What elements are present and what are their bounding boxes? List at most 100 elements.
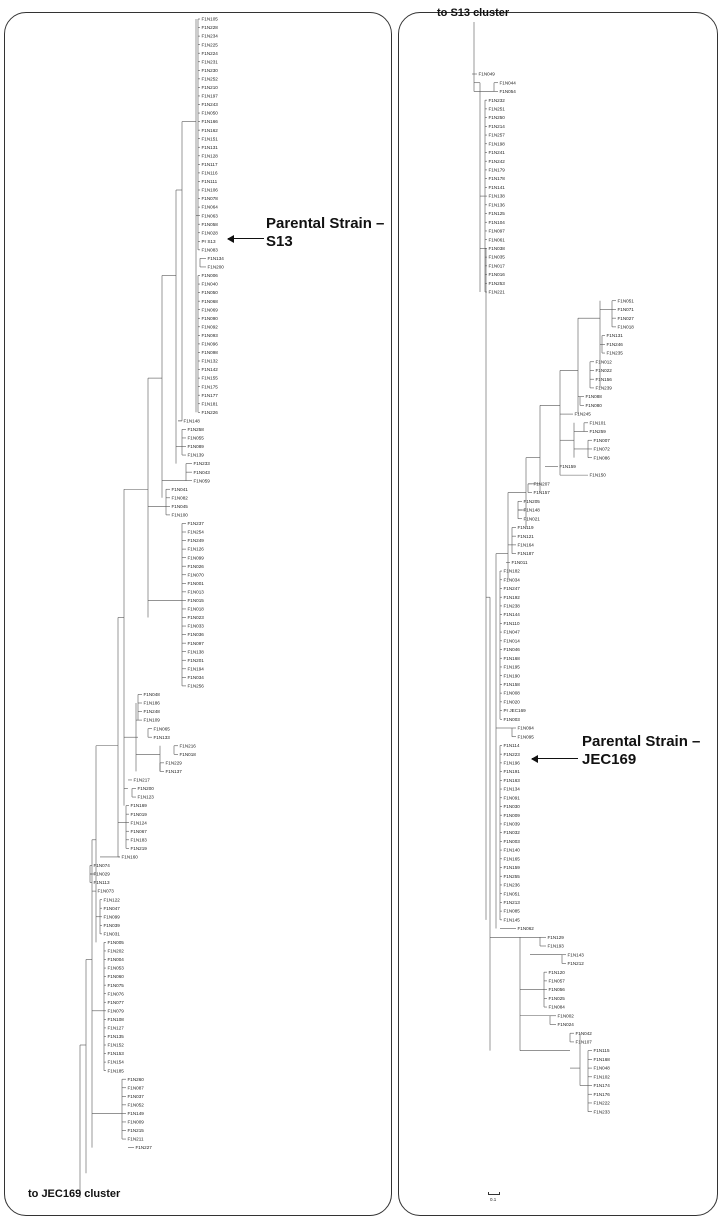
- leaf-label: F1N177: [202, 393, 219, 398]
- leaf-label: F1N050: [202, 111, 219, 116]
- leaf-label: F1N046: [504, 647, 521, 652]
- leaf-label: F1N088: [586, 394, 603, 399]
- leaf-label: F1N077: [108, 1000, 125, 1005]
- leaf-label: F1N048: [594, 1066, 611, 1071]
- leaf-label: F1N100: [172, 513, 189, 518]
- leaf-label: F1N131: [607, 333, 624, 338]
- scale-bar: [488, 1192, 500, 1195]
- leaf-label: F1N089: [188, 444, 205, 449]
- leaf-label: F1N022: [596, 368, 613, 373]
- leaf-label: F1N158: [504, 682, 521, 687]
- leaf-label: F1N111: [202, 179, 218, 184]
- leaf-label: F1N018: [180, 752, 197, 757]
- leaf-label: F1N040: [202, 282, 219, 287]
- leaf-label: F1N119: [518, 525, 534, 530]
- leaf-label: F1N122: [104, 897, 121, 902]
- leaf-label: F1N061: [489, 237, 506, 242]
- leaf-label: F1N059: [194, 478, 211, 483]
- leaf-label: F1N257: [489, 133, 506, 138]
- leaf-label: F1N148: [524, 508, 541, 513]
- leaf-label: F1N201: [188, 658, 205, 663]
- leaf-label: F1N139: [188, 453, 205, 458]
- leaf-label: F1N224: [202, 51, 219, 56]
- leaf-label: F1N039: [104, 923, 121, 928]
- leaf-label: F1N145: [504, 917, 521, 922]
- leaf-label: F1N254: [188, 530, 205, 535]
- leaf-label: F1N207: [534, 481, 551, 486]
- leaf-label: F1N058: [202, 222, 219, 227]
- leaf-label: F1N226: [202, 410, 219, 415]
- leaf-label: F1N095: [518, 734, 535, 739]
- to-jec169-cluster-label: to JEC169 cluster: [28, 1188, 121, 1200]
- parental-strain-jec169-callout: Parental Strain – JEC169: [582, 733, 701, 768]
- leaf-label: F1N099: [188, 555, 205, 560]
- leaf-label: F1N060: [108, 974, 125, 979]
- leaf-label: F1N033: [188, 624, 205, 629]
- leaf-label: F1N001: [188, 581, 205, 586]
- leaf-label: F1N030: [504, 804, 521, 809]
- leaf-label: F1N080: [586, 403, 603, 408]
- leaf-label: F1N050: [202, 290, 219, 295]
- leaf-label: F1N069: [202, 307, 219, 312]
- leaf-label: F1N168: [504, 656, 521, 661]
- leaf-label: F1N214: [489, 124, 506, 129]
- leaf-label: F1N062: [518, 926, 535, 931]
- leaf-label: F1N219: [131, 846, 148, 851]
- leaf-label: F1N149: [128, 1111, 145, 1116]
- leaf-label: F1N239: [596, 386, 613, 391]
- leaf-label: F1N198: [489, 141, 506, 146]
- leaf-label: F1N132: [202, 359, 219, 364]
- leaf-label: F1N193: [548, 944, 565, 949]
- leaf-label: F1N160: [122, 855, 139, 860]
- leaf-label: F1N163: [504, 778, 521, 783]
- leaf-label: Pr S13: [202, 239, 216, 244]
- leaf-label: F1N104: [489, 220, 506, 225]
- leaf-label: F1N228: [202, 25, 219, 30]
- leaf-label: F1N037: [128, 1094, 145, 1099]
- leaf-label: F1N179: [489, 168, 506, 173]
- leaf-label: F1N028: [202, 230, 219, 235]
- leaf-label: F1N056: [549, 987, 566, 992]
- leaf-label: F1N225: [202, 42, 219, 47]
- leaf-label: F1N044: [500, 80, 517, 85]
- leaf-label: F1N029: [94, 872, 111, 877]
- leaf-label: F1N232: [489, 98, 506, 103]
- leaf-label: F1N135: [108, 1034, 125, 1039]
- leaf-label: F1N166: [202, 119, 219, 124]
- leaf-label: F1N076: [108, 991, 125, 996]
- leaf-label: F1N127: [108, 1026, 125, 1031]
- leaf-label: F1N191: [504, 769, 521, 774]
- leaf-label: F1N039: [504, 822, 521, 827]
- leaf-label: F1N078: [202, 196, 219, 201]
- leaf-label: F1N115: [594, 1048, 610, 1053]
- leaf-label: F1N011: [512, 560, 528, 565]
- leaf-label: F1N106: [202, 188, 219, 193]
- leaf-label: Pr JEC169: [504, 708, 527, 713]
- leaf-label: F1N190: [504, 673, 521, 678]
- leaf-label: F1N034: [188, 675, 205, 680]
- leaf-label: F1N230: [202, 68, 219, 73]
- leaf-label: F1N108: [108, 1017, 125, 1022]
- leaf-label: F1N042: [576, 1031, 593, 1036]
- leaf-label: F1N159: [560, 464, 577, 469]
- leaf-label: F1N137: [166, 769, 183, 774]
- leaf-label: F1N054: [500, 89, 517, 94]
- leaf-label: F1N007: [594, 438, 611, 443]
- leaf-label: F1N187: [518, 551, 535, 556]
- leaf-label: F1N082: [172, 495, 189, 500]
- leaf-label: F1N250: [489, 115, 506, 120]
- leaf-label: F1N090: [202, 316, 219, 321]
- leaf-label: F1N021: [524, 516, 541, 521]
- leaf-label: F1N259: [590, 429, 607, 434]
- leaf-label: F1N182: [504, 569, 521, 574]
- leaf-label: F1N123: [138, 795, 155, 800]
- leaf-label: F1N018: [188, 607, 205, 612]
- leaf-label: F1N102: [594, 1074, 611, 1079]
- leaf-label: F1N185: [108, 1068, 125, 1073]
- leaf-label: F1N070: [188, 572, 205, 577]
- leaf-label: F1N097: [188, 641, 205, 646]
- leaf-label: F1N098: [202, 350, 219, 355]
- leaf-label: F1N153: [108, 1051, 125, 1056]
- leaf-label: F1N024: [558, 1022, 575, 1027]
- leaf-label: F1N221: [489, 290, 506, 295]
